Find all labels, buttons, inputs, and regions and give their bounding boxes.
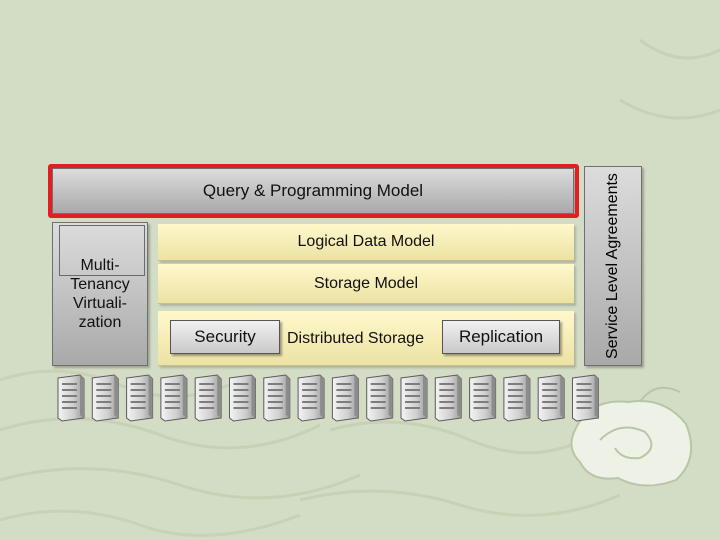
server-tower-icon [297, 374, 325, 422]
multi-tenancy-box: Multi-Tenancy Virtuali-zation [52, 222, 148, 366]
logical-data-model-label: Logical Data Model [297, 233, 435, 250]
server-tower-icon [572, 374, 599, 422]
server-tower-icon [263, 374, 291, 422]
highlight-frame [48, 164, 579, 218]
security-box: Security [170, 320, 280, 354]
server-tower-icon [366, 374, 394, 422]
storage-model-label: Storage Model [313, 274, 419, 292]
security-label: Security [194, 327, 256, 346]
server-tower-icon [537, 374, 565, 422]
query-programming-model-label: Query & Programming Model [202, 181, 424, 200]
replication-label: Replication [458, 327, 544, 346]
server-tower-icon [434, 374, 462, 422]
multi-tenancy-label: Multi-Tenancy Virtuali-zation [70, 257, 130, 331]
server-row [57, 374, 599, 422]
server-tower-icon [126, 374, 154, 422]
ornamental-swirl-icon [570, 386, 693, 487]
server-tower-icon [91, 374, 119, 422]
distributed-storage-label: Distributed Storage [287, 330, 424, 347]
server-tower-icon [503, 374, 531, 422]
server-tower-icon [400, 374, 428, 422]
server-tower-icon [469, 374, 497, 422]
server-tower-icon [57, 374, 85, 422]
server-tower-icon [160, 374, 188, 422]
server-tower-icon [194, 374, 222, 422]
replication-box: Replication [442, 320, 560, 354]
server-tower-icon [331, 374, 359, 422]
server-tower-icon [229, 374, 256, 422]
storage-model-layer: Storage Model [158, 264, 574, 304]
service-level-agreements-box: Service Level Agreements [584, 166, 642, 366]
query-programming-model-box: Query & Programming Model [52, 168, 574, 214]
service-level-agreements-label: Service Level Agreements [604, 173, 621, 359]
logical-data-model-layer: Logical Data Model [158, 224, 574, 261]
multi-tenancy-inner-frame [59, 225, 145, 276]
